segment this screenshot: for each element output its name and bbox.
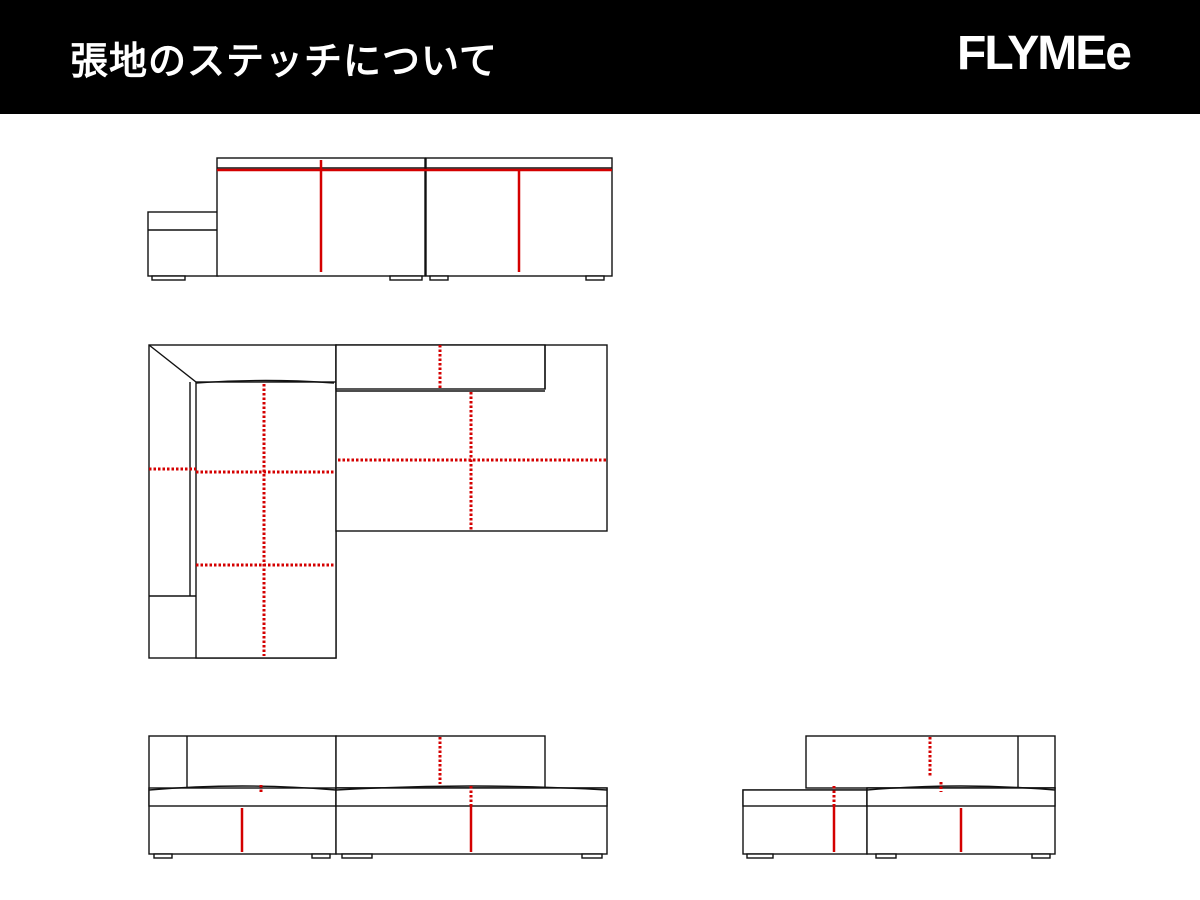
brand-logo: FLYMEe [957, 27, 1132, 80]
side-view [147, 157, 613, 281]
front-view [148, 735, 608, 859]
top-view [148, 344, 608, 659]
page-title: 張地のステッチについて [70, 39, 498, 83]
side-view-small [742, 735, 1056, 859]
header-bar: 張地のステッチについて FLYMEe [0, 0, 1200, 114]
